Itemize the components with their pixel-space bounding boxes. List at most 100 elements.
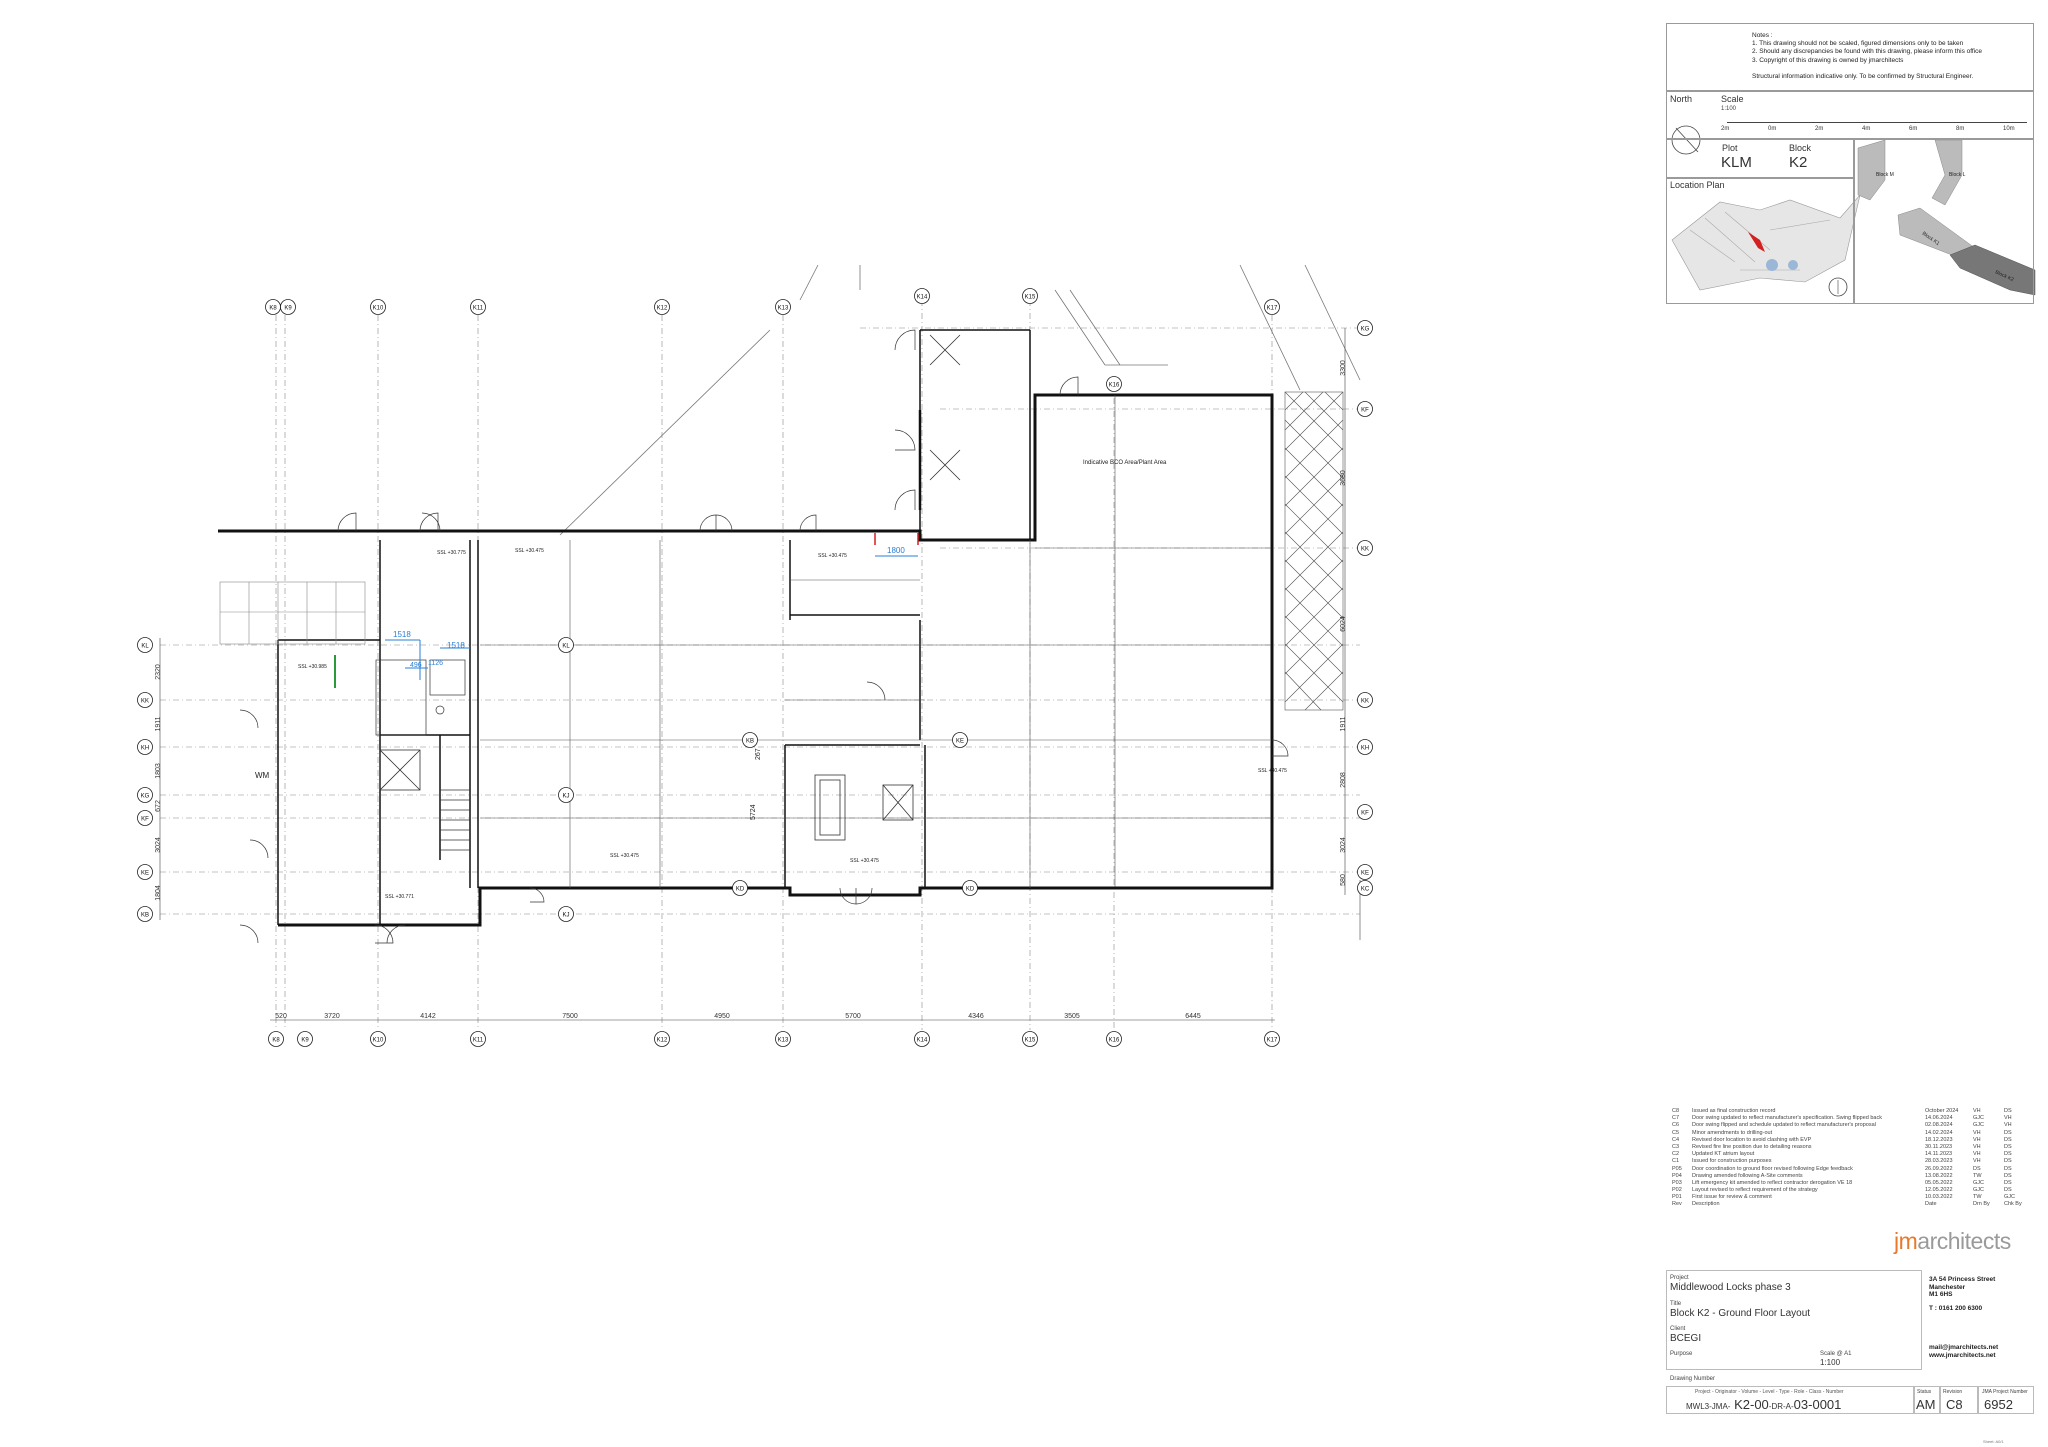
revision-code: C4 bbox=[1672, 1136, 1680, 1143]
dn-class: 03 bbox=[1793, 1397, 1809, 1412]
svg-text:K8: K8 bbox=[272, 1037, 280, 1043]
dim-right-6: 580 bbox=[1340, 874, 1347, 886]
revision-by: GJC bbox=[1973, 1115, 1984, 1122]
dim-bottom-1: 3720 bbox=[324, 1013, 340, 1020]
dim-bottom-4: 4950 bbox=[714, 1013, 730, 1020]
revision-desc: Revised door location to avoid clashing … bbox=[1692, 1136, 1812, 1143]
revision-date: 18.12.2023 bbox=[1925, 1136, 1953, 1143]
scale-at-label: Scale @ A1 bbox=[1820, 1351, 1852, 1357]
jma-project-label: JMA Project Number bbox=[1982, 1389, 2028, 1395]
svg-text:KD: KD bbox=[736, 886, 745, 892]
ssl-7: SSL +30.771 bbox=[385, 894, 414, 900]
ssl-8: SSL +30.475 bbox=[1258, 768, 1287, 774]
grid-bubble-top-k15: K15 bbox=[1022, 288, 1038, 304]
logo-architects: architects bbox=[1917, 1228, 2011, 1254]
ssl-4: SSL +30.985 bbox=[298, 664, 327, 670]
notes-line-1: 1. This drawing should not be scaled, fi… bbox=[1752, 40, 1964, 48]
revision-by: TW bbox=[1973, 1172, 1982, 1179]
grid-bubble-right-kc-7: KC bbox=[1357, 880, 1373, 896]
plot-label: Plot bbox=[1722, 143, 1738, 153]
revision-code: C6 bbox=[1672, 1122, 1680, 1129]
dim-bottom-3: 7500 bbox=[562, 1013, 578, 1020]
drawing-number-value: MWL3-JMA- K2-00-DR-A-03-0001 bbox=[1686, 1397, 1841, 1412]
dim-right-2: 6024 bbox=[1340, 616, 1347, 632]
grid-bubble-top-k13: K13 bbox=[775, 299, 791, 315]
dim-right-5: 3024 bbox=[1340, 837, 1347, 853]
revision-chk: VH bbox=[2004, 1122, 2012, 1129]
logo-jm: jm bbox=[1894, 1228, 1918, 1254]
client-value: BCEGI bbox=[1670, 1333, 1702, 1344]
revision-chk: DS bbox=[2004, 1143, 2012, 1150]
revision-by: VH bbox=[1973, 1158, 1981, 1165]
sheet-footnote: Sheet: A0/1 bbox=[1983, 1439, 2004, 1444]
svg-text:KG: KG bbox=[141, 793, 150, 799]
scale-label: Scale bbox=[1721, 94, 1744, 104]
grid-bubble-bottom-k15: K15 bbox=[1022, 1031, 1038, 1047]
north-label: North bbox=[1670, 94, 1693, 104]
revision-code: P04 bbox=[1672, 1172, 1682, 1179]
jma-project-box bbox=[1978, 1386, 2034, 1414]
ssl-5: SSL +30.475 bbox=[610, 853, 639, 859]
dim-bottom-2: 4142 bbox=[420, 1013, 436, 1020]
scale-bar bbox=[1727, 114, 2027, 123]
svg-text:KK: KK bbox=[1361, 698, 1369, 704]
revision-value: C8 bbox=[1946, 1397, 1963, 1412]
scale-tick-6: 10m bbox=[2003, 126, 2015, 132]
revision-desc: Layout revised to reflect requirement of… bbox=[1692, 1187, 1818, 1194]
grid-bubble-top-k11: K11 bbox=[470, 299, 486, 315]
dim-right-0: 3300 bbox=[1340, 360, 1347, 376]
revision-code: P05 bbox=[1672, 1165, 1682, 1172]
purpose-label: Purpose bbox=[1670, 1351, 1693, 1357]
svg-text:KL: KL bbox=[562, 643, 570, 649]
svg-text:KH: KH bbox=[1361, 745, 1369, 751]
plan-linework bbox=[159, 264, 1361, 1030]
revision-chk: DS bbox=[2004, 1129, 2012, 1136]
scale-tick-5: 8m bbox=[1956, 126, 1965, 132]
jma-project-value: 6952 bbox=[1984, 1397, 2013, 1412]
grid-bubble-right-kf-5: KF bbox=[1357, 804, 1373, 820]
office-address-3: M1 6HS bbox=[1929, 1291, 1953, 1298]
dim-right-1: 3630 bbox=[1340, 470, 1347, 486]
key-block-l: Block L bbox=[1949, 172, 1966, 178]
grid-bubble-top-k8: K8 bbox=[265, 299, 281, 315]
svg-text:KJ: KJ bbox=[562, 912, 569, 918]
dim-left-4: 3024 bbox=[155, 837, 162, 853]
dn-number: -0001 bbox=[1808, 1397, 1842, 1412]
revision-chk: DS bbox=[2004, 1179, 2012, 1186]
office-info: 3A 54 Princess Street Manchester M1 6HS … bbox=[1929, 1276, 1995, 1312]
svg-text:K11: K11 bbox=[473, 1037, 484, 1043]
revision-code: C8 bbox=[1672, 1108, 1680, 1114]
revision-desc: Minor amendments to drilling-out bbox=[1692, 1129, 1773, 1136]
revision-date: October 2024 bbox=[1925, 1108, 1959, 1114]
office-address-2: Manchester bbox=[1929, 1283, 1966, 1291]
grid-bubble-top-k14: K14 bbox=[914, 288, 930, 304]
svg-text:KB: KB bbox=[141, 912, 149, 918]
notes-heading: Notes : bbox=[1752, 32, 1773, 39]
revision-code: P01 bbox=[1672, 1194, 1682, 1201]
revision-by: GJC bbox=[1973, 1187, 1984, 1194]
revision-chk: GJC bbox=[2004, 1194, 2015, 1201]
revision-code: C5 bbox=[1672, 1129, 1680, 1136]
grid-bubble-right-kh-4: KH bbox=[1357, 739, 1373, 755]
revision-chk: DS bbox=[2004, 1187, 2012, 1194]
revision-date: 14.02.2024 bbox=[1925, 1129, 1953, 1136]
jm-architects-logo: jmarchitects bbox=[1894, 1228, 2011, 1255]
dn-type: -DR- bbox=[1768, 1402, 1786, 1411]
svg-text:KF: KF bbox=[141, 816, 149, 822]
svg-text:K9: K9 bbox=[301, 1037, 309, 1043]
grid-bubble-bottom-k11: K11 bbox=[470, 1031, 486, 1047]
dim-bottom-7: 3505 bbox=[1064, 1013, 1080, 1020]
grid-bubble-inner-kb-6: KB bbox=[742, 732, 758, 748]
grid-bubble-bottom-k17: K17 bbox=[1264, 1031, 1280, 1047]
office-website: www.jmarchitects.net bbox=[1929, 1352, 1996, 1359]
grid-bubble-inner-kd-3: KD bbox=[732, 880, 748, 896]
revision-by: TW bbox=[1973, 1194, 1982, 1201]
grid-bubble-top-k9: K9 bbox=[280, 299, 296, 315]
svg-text:KK: KK bbox=[1361, 546, 1369, 552]
